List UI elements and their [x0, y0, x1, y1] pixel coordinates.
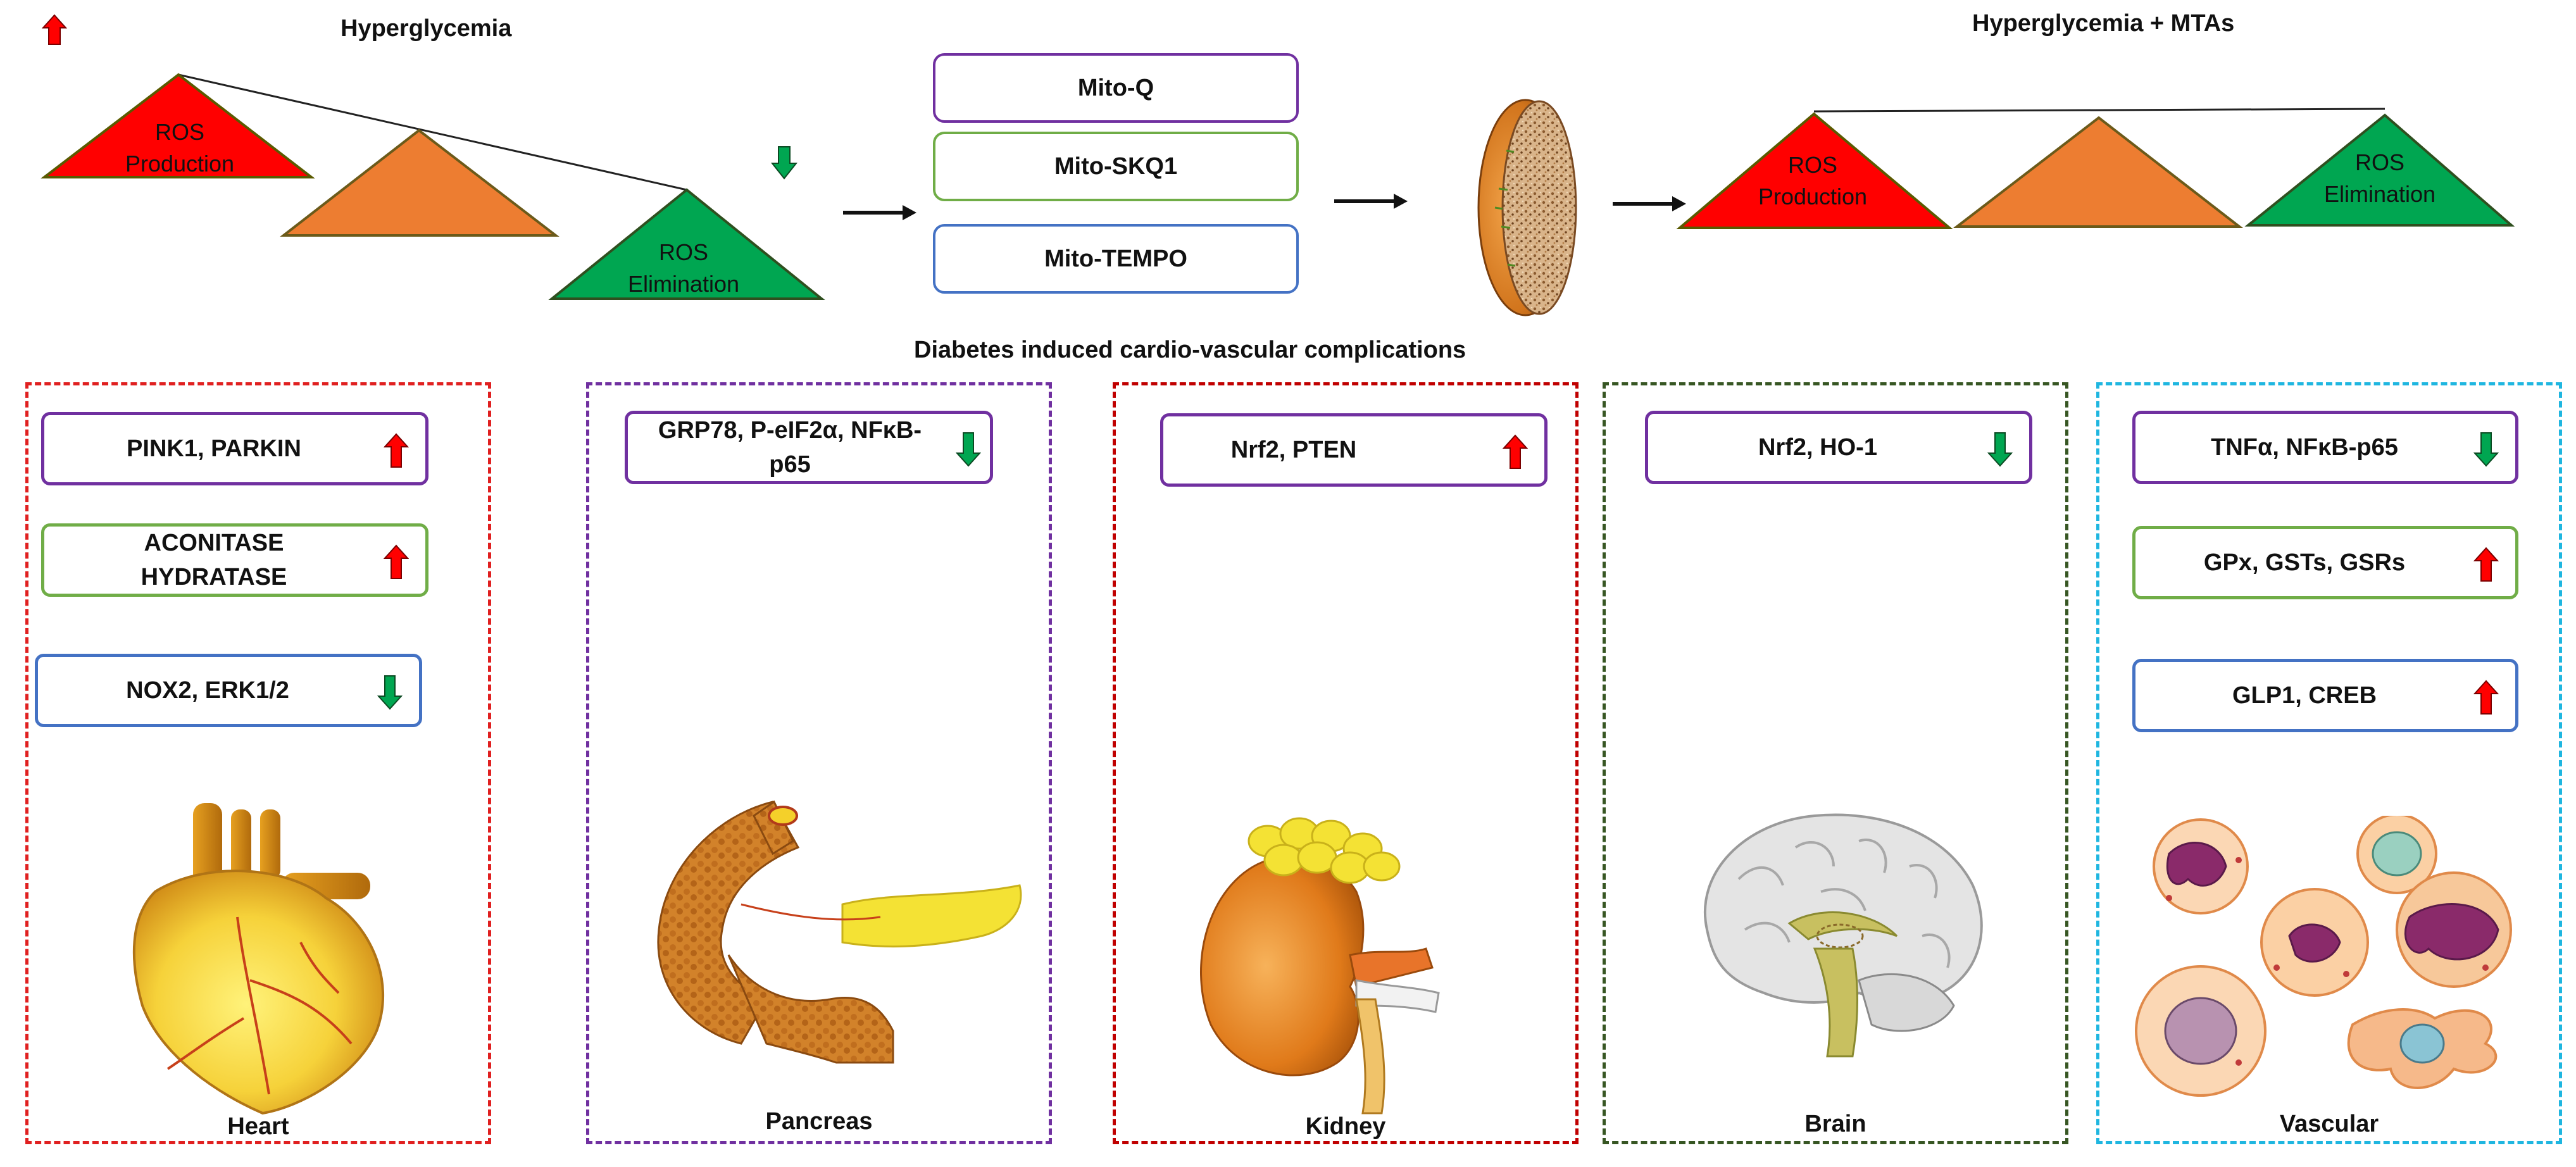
- brain-image: [1703, 813, 1983, 1058]
- marker-box: GRP78, P-eIF2α, NFκB- p65: [625, 411, 993, 484]
- up-arrow-icon: [2473, 547, 2499, 582]
- ros-elimination-label: ROS Elimination: [627, 239, 740, 297]
- down-arrow-icon: [770, 146, 798, 180]
- marker-label: GPx, GSTs, GSRs: [2203, 549, 2406, 576]
- mito-tempo-box: Mito-TEMPO: [933, 224, 1299, 294]
- down-arrow-icon: [377, 675, 403, 710]
- up-arrow-icon: [2473, 680, 2499, 715]
- organ-label: Heart: [227, 1113, 289, 1140]
- mito-q-box: Mito-Q: [933, 53, 1299, 123]
- down-arrow-icon: [956, 432, 981, 467]
- imbalance-scale: [41, 14, 825, 300]
- marker-box: GPx, GSTs, GSRs: [2132, 526, 2518, 599]
- organ-label: Pancreas: [765, 1108, 873, 1135]
- panel-brain: Nrf2, HO-1 Brain: [1603, 382, 2068, 1144]
- marker-box: PINK1, PARKIN: [41, 412, 428, 485]
- kidney-image: [1199, 817, 1440, 1114]
- panel-heart: PINK1, PARKIN ACONITASE HYDRATASE NOX2, …: [25, 382, 491, 1144]
- ros-production-label-balanced: ROS Production: [1758, 152, 1868, 209]
- blood-cells-image: [2135, 816, 2512, 1097]
- down-arrow-icon: [2473, 432, 2499, 467]
- organ-label: Vascular: [2279, 1111, 2379, 1137]
- marker-box: ACONITASE HYDRATASE: [41, 523, 428, 597]
- fulcrum-triangle-balanced: [1953, 116, 2243, 228]
- organ-label: Brain: [1804, 1111, 1866, 1137]
- organ-label: Kidney: [1305, 1113, 1386, 1140]
- balance-beam-level: [1813, 108, 2385, 113]
- section-title: Diabetes induced cardio-vascular complic…: [914, 337, 1466, 363]
- mito-skq1-box: Mito-SKQ1: [933, 132, 1299, 201]
- marker-box: GLP1, CREB: [2132, 659, 2518, 732]
- up-arrow-icon: [384, 433, 409, 468]
- marker-label: ACONITASE HYDRATASE: [141, 530, 287, 590]
- fulcrum-triangle: [280, 128, 560, 237]
- up-arrow-icon: [1503, 434, 1528, 469]
- marker-label: NOX2, ERK1/2: [126, 677, 289, 704]
- ros-elimination-triangle-balanced: [2244, 113, 2515, 227]
- up-arrow-icon: [41, 14, 68, 45]
- ros-production-label: ROS Production: [125, 119, 235, 177]
- flow-arrow-1: [843, 205, 916, 220]
- ros-elimination-label-balanced: ROS Elimination: [2323, 149, 2436, 207]
- marker-box: Nrf2, PTEN: [1160, 413, 1547, 487]
- marker-box: TNFα, NFκB-p65: [2132, 411, 2518, 484]
- marker-label: GRP78, P-eIF2α, NFκB- p65: [658, 417, 922, 478]
- ros-elimination-triangle: [548, 188, 825, 300]
- balanced-scale: [1676, 108, 2515, 229]
- balance-beam: [178, 73, 687, 191]
- hyperglycemia-title: Hyperglycemia: [341, 15, 512, 42]
- up-arrow-icon: [384, 544, 409, 579]
- marker-label: TNFα, NFκB-p65: [2211, 434, 2398, 461]
- pancreas-image: [657, 800, 1022, 1064]
- marker-label: PINK1, PARKIN: [127, 435, 301, 462]
- ros-production-triangle: [41, 73, 315, 178]
- panel-vascular: TNFα, NFκB-p65 GPx, GSTs, GSRs GLP1, CRE…: [2096, 382, 2562, 1144]
- marker-label: GLP1, CREB: [2232, 682, 2377, 709]
- down-arrow-icon: [1987, 432, 2013, 467]
- marker-label: Nrf2, PTEN: [1230, 437, 1357, 463]
- heart-image: [132, 803, 385, 1115]
- flow-arrow-3: [1613, 196, 1686, 211]
- flow-arrow-2: [1334, 194, 1408, 209]
- ros-production-triangle-balanced: [1676, 112, 1953, 229]
- panel-pancreas: GRP78, P-eIF2α, NFκB- p65 Pancreas: [586, 382, 1052, 1144]
- marker-label: Nrf2, HO-1: [1758, 434, 1877, 461]
- marker-box: Nrf2, HO-1: [1645, 411, 2032, 484]
- hyperglycemia-mtas-title: Hyperglycemia + MTAs: [1972, 10, 2235, 37]
- marker-box: NOX2, ERK1/2: [35, 654, 422, 727]
- panel-kidney: Nrf2, PTEN Kidney: [1113, 382, 1579, 1144]
- mitochondrion-image: [1477, 99, 1577, 316]
